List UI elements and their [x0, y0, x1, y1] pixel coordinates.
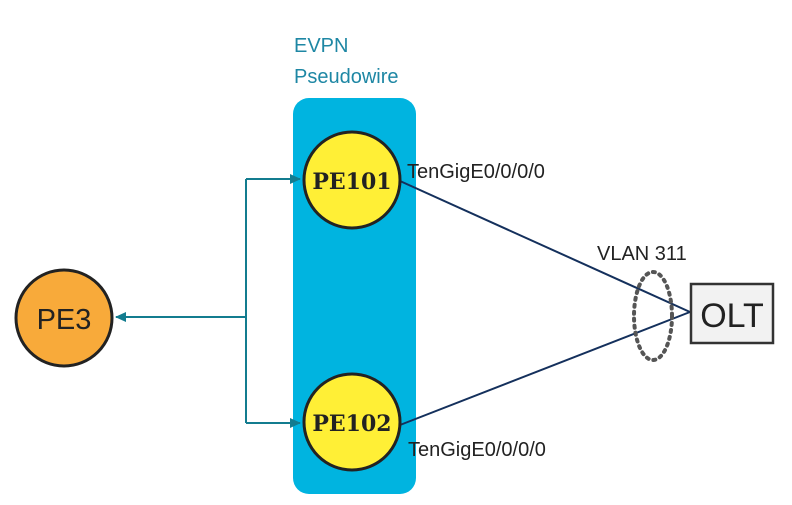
- pe3-label: PE3: [37, 304, 92, 336]
- pe101-node: [302, 130, 402, 230]
- pe3-connector-tree: [115, 174, 301, 428]
- pe101-interface-label: TenGigE0/0/0/0: [407, 161, 545, 183]
- link-pe102-olt: [399, 311, 691, 426]
- pe3-node: [14, 268, 114, 368]
- title-line-2: Pseudowire: [294, 66, 399, 88]
- pe102-node: [302, 372, 402, 472]
- pe102-interface-label: TenGigE0/0/0/0: [408, 439, 546, 461]
- pe101-label: PE101: [312, 169, 391, 195]
- link-pe101-olt: [399, 180, 691, 313]
- vlan-bundle-ellipse: [632, 270, 674, 362]
- pe102-label: PE102: [312, 411, 391, 437]
- olt-box: [689, 282, 775, 345]
- olt-label: OLT: [700, 297, 764, 335]
- vlan-label: VLAN 311: [597, 243, 687, 265]
- title-line-1: EVPN: [294, 35, 348, 57]
